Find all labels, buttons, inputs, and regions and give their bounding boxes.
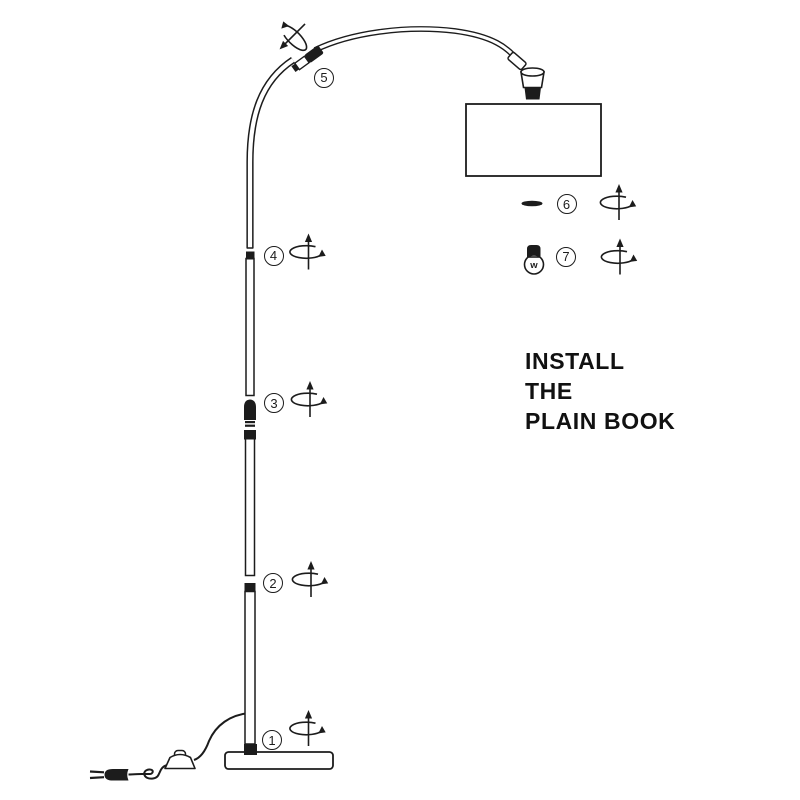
foot-switch-icon <box>164 749 196 770</box>
joint-3-connector <box>244 399 256 440</box>
pole-section-lower <box>244 590 256 745</box>
rotate-icon-step-2 <box>291 560 330 598</box>
instruction-line-3: PLAIN BOOK <box>525 408 676 434</box>
step-3-badge: 3 <box>264 393 284 413</box>
step-6-badge: 6 <box>556 194 577 214</box>
rotate-icon-step-4 <box>289 232 327 271</box>
lamp-socket <box>520 67 545 100</box>
power-plug-icon <box>89 769 129 781</box>
light-bulb-icon <box>523 245 545 275</box>
step-2-badge: 2 <box>263 573 283 593</box>
rotate-icon-step-1 <box>289 709 327 747</box>
lamp-shade <box>465 103 602 177</box>
instruction-line-2: THE <box>525 378 573 404</box>
pole-section-upper <box>245 257 255 397</box>
arc-tube <box>246 26 522 249</box>
bulb-wattage-marking: w <box>530 259 538 271</box>
rotate-icon-step-3 <box>290 380 329 418</box>
joint-4-connector <box>246 251 255 260</box>
washer-part <box>521 200 543 207</box>
step-4-badge: 4 <box>263 245 284 266</box>
joint-5-connector <box>291 45 324 72</box>
lamp-base <box>224 751 334 770</box>
rotate-icon-step-6 <box>599 183 638 221</box>
instruction-line-1: INSTALL <box>525 348 625 374</box>
step-1-badge: 1 <box>262 730 282 750</box>
instruction-text: INSTALL THE PLAIN BOOK <box>525 346 675 436</box>
power-cord <box>128 712 250 780</box>
rotate-icon-step-7 <box>600 237 639 276</box>
step-7-badge: 7 <box>556 246 576 267</box>
base-connector <box>244 744 257 755</box>
joint-2-connector <box>244 583 256 592</box>
step-5-badge: 5 <box>314 67 334 88</box>
socket-arm-connector <box>507 51 527 71</box>
pole-section-middle <box>244 437 256 577</box>
